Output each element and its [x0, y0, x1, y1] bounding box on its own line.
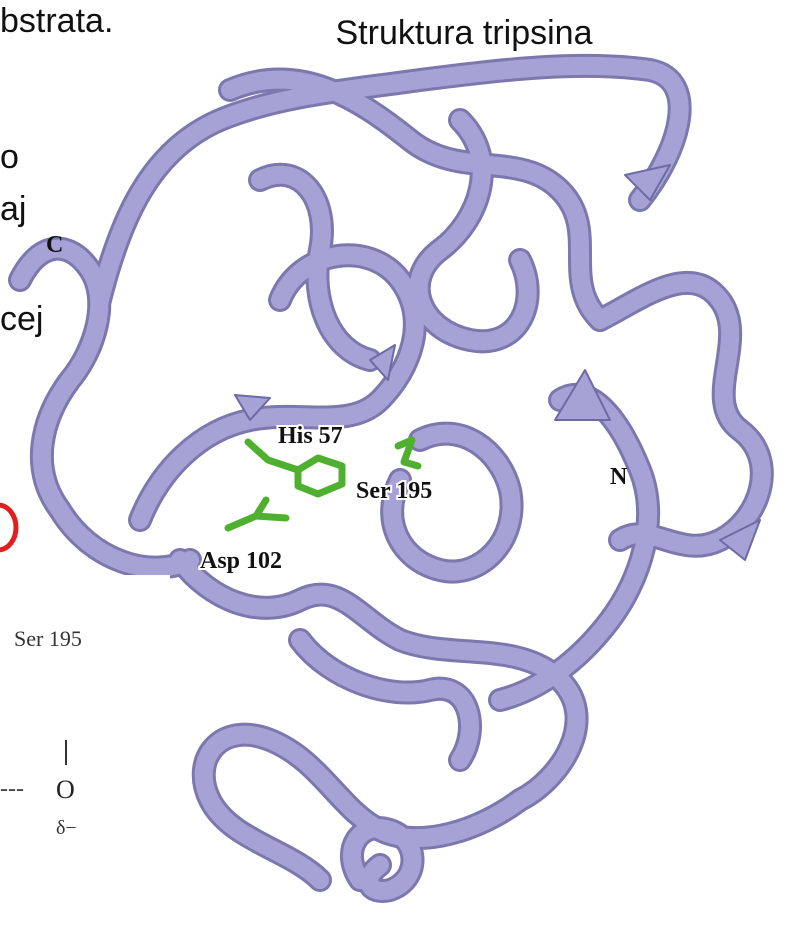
highlight-circle-edge	[0, 502, 19, 553]
figure-title: Struktura tripsina	[336, 14, 593, 52]
inset-ser195-label: Ser 195	[14, 626, 82, 651]
left-text-fragment-4: cej	[0, 300, 44, 338]
inset-charge-label: δ−	[56, 817, 77, 839]
active-site-residues	[224, 436, 422, 532]
left-text-fragment-2: o	[0, 138, 19, 176]
left-text-fragment-1: bstrata.	[0, 2, 114, 40]
c-terminus-label: C	[46, 232, 63, 258]
protein-ribbon	[8, 53, 774, 903]
n-terminus-label: N	[610, 464, 628, 490]
his57-label: His 57	[278, 423, 343, 449]
left-text-fragment-3: aj	[0, 190, 27, 228]
asp102-label: Asp 102	[200, 548, 282, 574]
ser195-label: Ser 195	[356, 478, 432, 504]
inset-oxygen-label: O	[56, 775, 75, 804]
inset-hbond-dashes: ---	[0, 776, 24, 802]
inset-mask	[0, 575, 170, 875]
